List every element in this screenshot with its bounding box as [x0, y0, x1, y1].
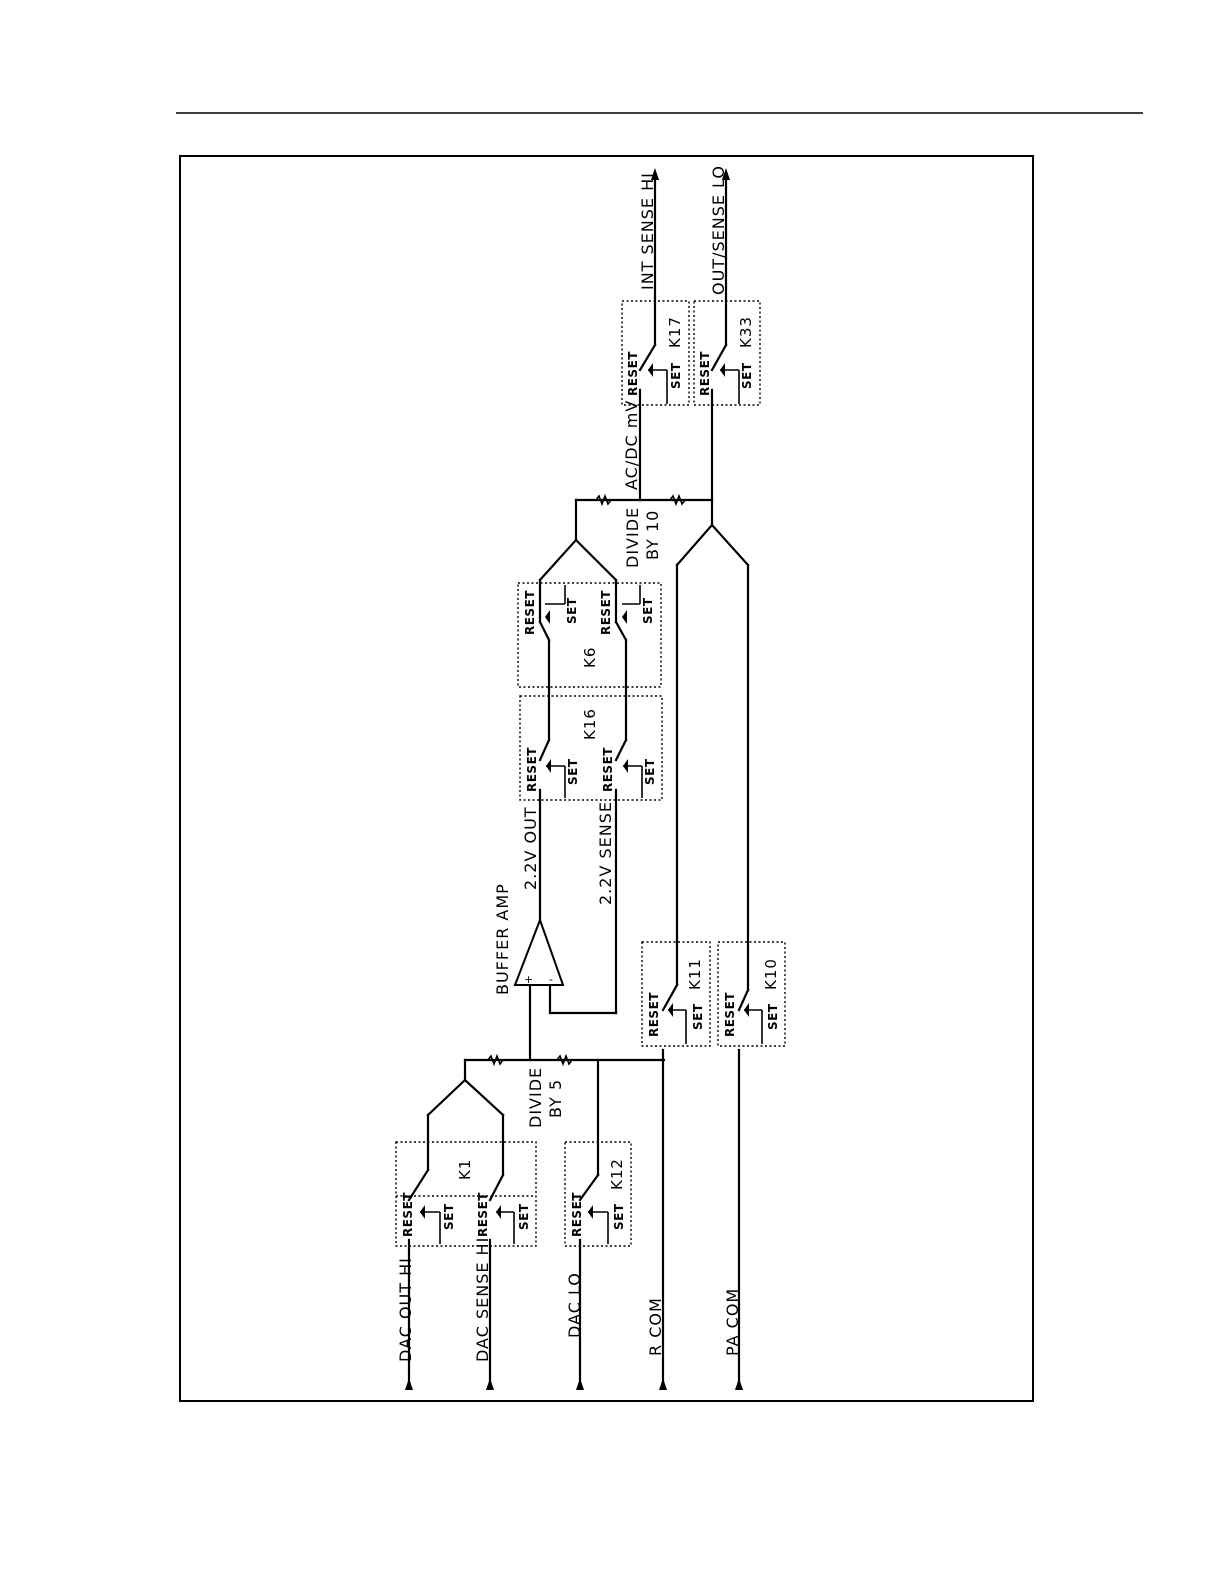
- relay-k12-label: K12: [608, 1158, 626, 1190]
- buffer-amp: + -: [515, 920, 563, 986]
- contact-arrows: [420, 363, 749, 1219]
- label-buffer-amp: BUFFER AMP: [493, 883, 512, 995]
- relay-k10: RESET SET K10: [718, 942, 785, 1046]
- svg-text:SET: SET: [565, 597, 579, 624]
- label-divide10-2: BY 10: [643, 510, 662, 560]
- svg-text:SET: SET: [643, 758, 657, 785]
- relay-k10-label: K10: [762, 958, 780, 990]
- relay-k1-label: K1: [456, 1159, 474, 1180]
- svg-text:SET: SET: [566, 758, 580, 785]
- svg-text:RESET: RESET: [476, 1192, 490, 1237]
- svg-text:RESET: RESET: [723, 992, 737, 1037]
- relay-k1: RESET SET RESET SET K1: [396, 1142, 536, 1246]
- relay-k16: RESET SET RESET SET K16: [520, 696, 662, 800]
- svg-text:RESET: RESET: [698, 351, 712, 396]
- label-dac-lo: DAC LO: [565, 1272, 584, 1338]
- relay-k17-label: K17: [666, 316, 684, 348]
- svg-text:SET: SET: [517, 1203, 531, 1230]
- svg-text:+: +: [524, 973, 533, 986]
- relay-k16-label: K16: [581, 708, 599, 740]
- svg-text:RESET: RESET: [525, 747, 539, 792]
- label-2v2-sense: 2.2V SENSE: [596, 801, 615, 905]
- svg-text:SET: SET: [691, 1003, 705, 1030]
- label-int-sense-hi: INT SENSE HI: [638, 172, 657, 290]
- relay-k11-label: K11: [686, 958, 704, 990]
- svg-text:SET: SET: [740, 362, 754, 389]
- label-2v2-out: 2.2V OUT: [521, 806, 540, 890]
- svg-text:SET: SET: [766, 1003, 780, 1030]
- svg-text:RESET: RESET: [626, 351, 640, 396]
- svg-text:RESET: RESET: [647, 992, 661, 1037]
- svg-text:RESET: RESET: [599, 590, 613, 635]
- label-acdc-mv: AC/DC mV: [622, 400, 641, 490]
- svg-text:-: -: [549, 973, 553, 986]
- label-dac-out-hi: DAC OUT HI: [396, 1257, 415, 1362]
- svg-text:RESET: RESET: [601, 747, 615, 792]
- label-divide5-2: BY 5: [546, 1079, 565, 1118]
- svg-text:SET: SET: [442, 1203, 456, 1230]
- svg-text:SET: SET: [612, 1203, 626, 1230]
- input-terminals: [405, 1378, 743, 1390]
- svg-text:RESET: RESET: [401, 1192, 415, 1237]
- svg-text:SET: SET: [641, 597, 655, 624]
- relay-k33-label: K33: [737, 316, 755, 348]
- label-divide10-1: DIVIDE: [623, 507, 642, 568]
- svg-text:SET: SET: [669, 362, 683, 389]
- svg-text:RESET: RESET: [523, 590, 537, 635]
- relay-k6-label: K6: [581, 647, 599, 668]
- label-divide5-1: DIVIDE: [526, 1067, 545, 1128]
- svg-text:RESET: RESET: [570, 1192, 584, 1237]
- label-out-sense-lo: OUT/SENSE LO: [709, 165, 728, 295]
